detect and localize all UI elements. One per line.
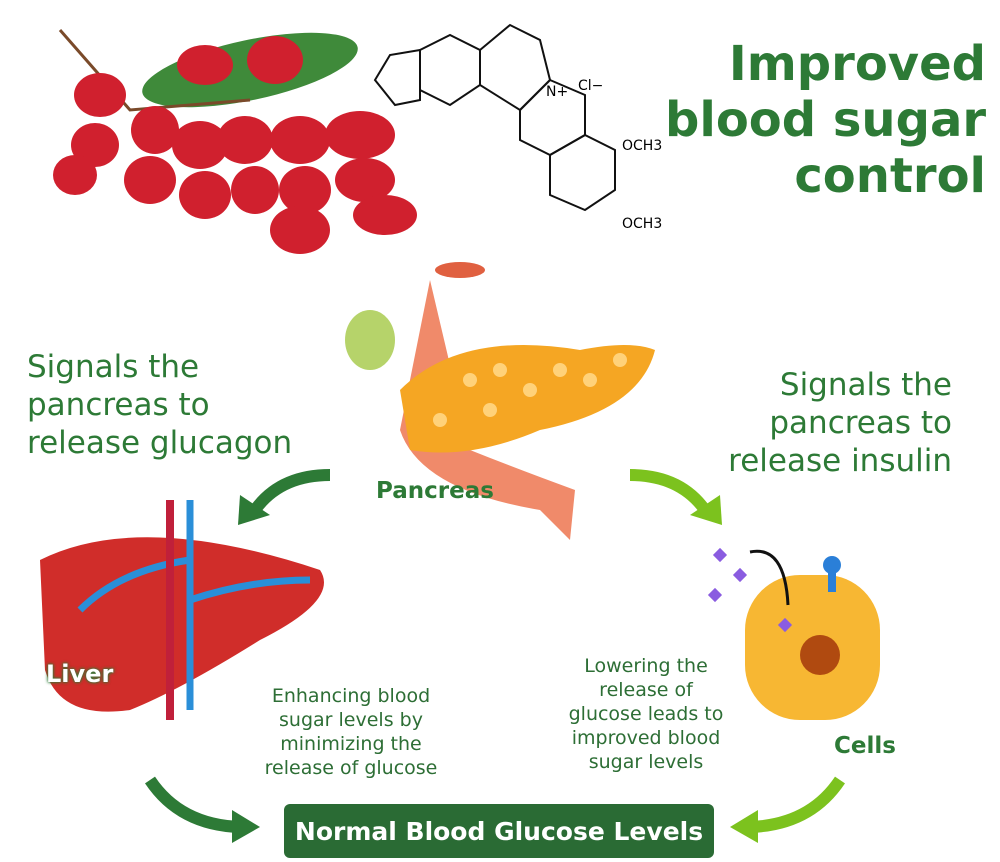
berberine-structure: N+ Cl− OCH3 OCH3	[373, 23, 662, 232]
n-plus-label: N+	[546, 84, 568, 100]
pancreas-label: Pancreas	[376, 478, 494, 504]
liver-label: Liver	[46, 660, 114, 688]
barberry-image	[53, 29, 417, 254]
och3-bottom-label: OCH3	[622, 216, 662, 232]
arrow-cells-to-result	[730, 776, 845, 843]
cell-image	[707, 547, 880, 720]
normal-glucose-banner: Normal Blood Glucose Levels	[284, 804, 714, 858]
arrow-to-liver	[238, 469, 331, 525]
pancreas-image	[345, 262, 655, 540]
chloride-label: Cl−	[578, 78, 603, 94]
arrow-liver-to-result	[145, 776, 260, 843]
arrow-to-cells	[629, 469, 722, 525]
liver-image	[40, 500, 324, 720]
och3-top-label: OCH3	[622, 138, 662, 154]
cells-label: Cells	[834, 733, 896, 759]
